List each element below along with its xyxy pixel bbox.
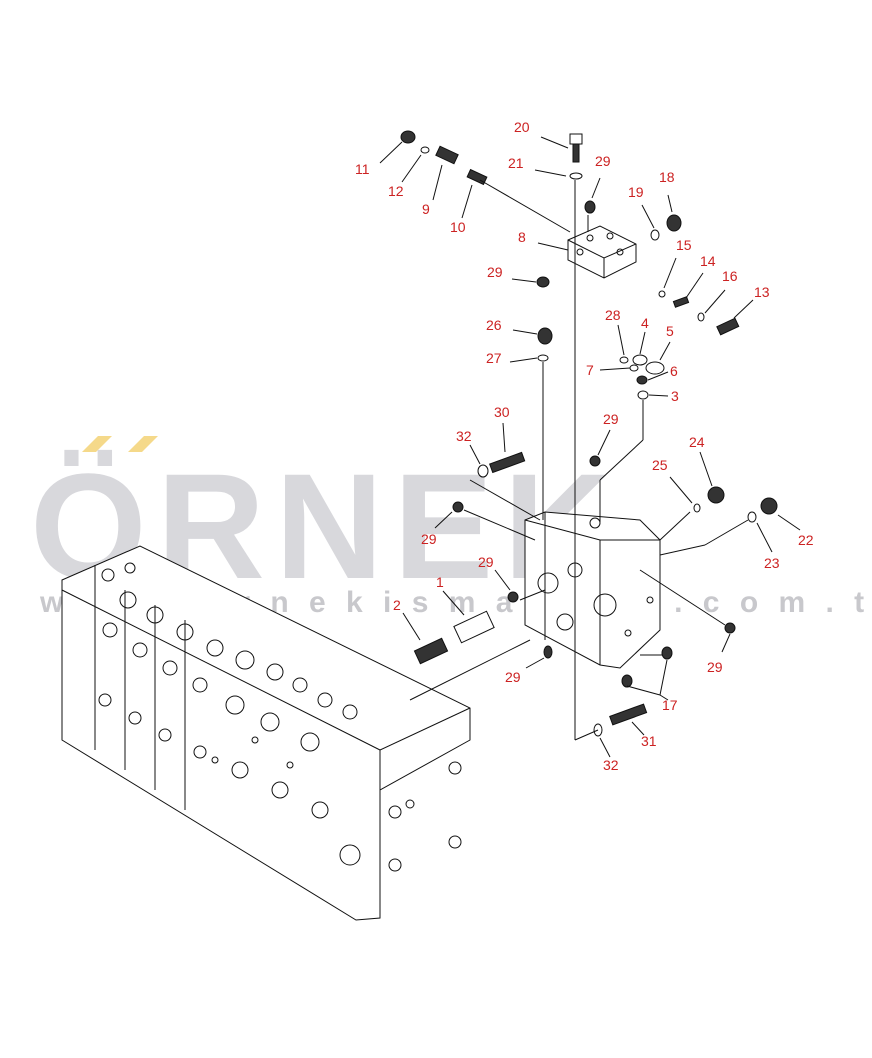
callout-11: 11 (355, 161, 370, 177)
callout-25: 25 (652, 457, 668, 473)
callout-26: 26 (486, 317, 502, 333)
callout-6: 6 (670, 363, 678, 379)
part-7-o-ring (629, 364, 639, 372)
part-19-o-ring (650, 229, 660, 241)
valve-body-ports (98, 562, 462, 872)
callout-labels: 20 21 29 19 18 11 12 9 10 8 15 14 16 13 … (355, 119, 814, 773)
part-29-plug (536, 276, 550, 288)
callout-27: 27 (486, 350, 502, 366)
callout-1: 1 (436, 574, 444, 590)
part-14-spring (672, 296, 690, 308)
part-32-washer (477, 464, 489, 478)
callout-23: 23 (764, 555, 780, 571)
part-24-plug (707, 486, 725, 504)
part-23-o-ring (747, 511, 757, 523)
part-18-plug (666, 214, 682, 232)
part-31-bolt (609, 703, 648, 726)
callout-15: 15 (676, 237, 692, 253)
callout-7: 7 (586, 362, 594, 378)
callout-14: 14 (700, 253, 716, 269)
callout-9: 9 (422, 201, 430, 217)
callout-28: 28 (605, 307, 621, 323)
callout-16: 16 (722, 268, 738, 284)
part-11-plug (400, 130, 416, 144)
part-27-o-ring (537, 354, 549, 362)
part-16-o-ring (697, 312, 705, 322)
cover-block-8 (567, 225, 637, 279)
section-valve-body (524, 511, 661, 669)
part-6-plug (636, 375, 648, 385)
callout-32: 32 (603, 757, 619, 773)
section-body-outline (524, 511, 661, 669)
part-15-ball (658, 290, 666, 298)
callout-12: 12 (388, 183, 404, 199)
part-17-plug (661, 646, 673, 660)
callout-29: 29 (603, 411, 619, 427)
part-13-plug (716, 317, 740, 336)
callout-4: 4 (641, 315, 649, 331)
part-29-plug (452, 501, 464, 513)
callout-29: 29 (421, 531, 437, 547)
part-29-plug (507, 591, 519, 603)
part-25-o-ring (693, 503, 701, 513)
callout-31: 31 (641, 733, 657, 749)
callout-32: 32 (456, 428, 472, 444)
part-22-plug (760, 497, 778, 515)
callout-20: 20 (514, 119, 530, 135)
callout-5: 5 (666, 323, 674, 339)
part-29-plug (584, 200, 596, 214)
callout-19: 19 (628, 184, 644, 200)
callout-29: 29 (595, 153, 611, 169)
part-28-o-ring (619, 356, 629, 364)
part-29-plug (543, 645, 553, 659)
callout-10: 10 (450, 219, 466, 235)
part-1-spool (453, 610, 495, 644)
watermark-accent-left (82, 436, 112, 452)
part-20-bolt-shank (572, 143, 580, 163)
callout-18: 18 (659, 169, 675, 185)
leader-lines (379, 136, 801, 758)
part-29-plug (724, 622, 736, 634)
callout-8: 8 (518, 229, 526, 245)
part-12-o-ring (420, 146, 430, 154)
part-20-bolt-head (569, 133, 583, 145)
part-26-plug (537, 327, 553, 345)
part-9-adapter (435, 145, 459, 165)
watermark-accent-right (128, 436, 158, 452)
part-5-o-ring (645, 361, 665, 375)
part-3-o-ring (637, 390, 649, 400)
callout-29: 29 (707, 659, 723, 675)
callout-29: 29 (478, 554, 494, 570)
callout-21: 21 (508, 155, 524, 171)
assembly-lines (409, 179, 749, 741)
part-17-plug (621, 674, 633, 688)
part-29-plug (589, 455, 601, 467)
part-2-spring (413, 637, 449, 665)
part-4-o-ring (632, 354, 648, 366)
callout-30: 30 (494, 404, 510, 420)
part-30-bolt (489, 451, 526, 474)
callout-3: 3 (671, 388, 679, 404)
callout-29: 29 (505, 669, 521, 685)
callout-22: 22 (798, 532, 814, 548)
callout-17: 17 (662, 697, 678, 713)
main-valve-body (61, 545, 471, 921)
callout-13: 13 (754, 284, 770, 300)
callout-29: 29 (487, 264, 503, 280)
callout-24: 24 (689, 434, 705, 450)
part-21-washer (569, 172, 583, 180)
callout-2: 2 (393, 597, 401, 613)
